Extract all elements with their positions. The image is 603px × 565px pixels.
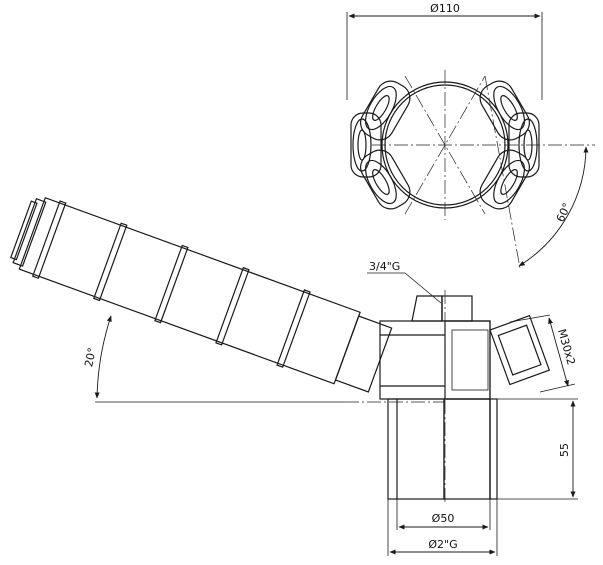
angle-20-label: 20° [82,346,99,368]
top-nipple [411,295,473,322]
top-thread-callout: 3/4"G [367,260,442,304]
bottom-diameter-dimension: Ø50 [396,499,491,530]
filter-tube [10,196,393,393]
hub-centerlines [372,70,595,269]
height-dimension: 55 [497,398,578,500]
bottom-diameter-label: Ø50 [432,512,455,525]
side-port [489,314,551,386]
top-view: Ø110 [346,2,595,269]
pipe-thread-label: Ø2"G [428,538,457,551]
main-body [379,320,491,400]
bottom-pipe [387,398,498,500]
top-thread-label: 3/4"G [369,260,400,273]
angle-20-dimension: 20° [82,315,445,403]
height-label: 55 [558,443,571,457]
side-thread-label: M30x2 [555,327,578,366]
top-diameter-label: Ø110 [430,2,460,15]
pipe-thread-dimension: Ø2"G [387,499,498,556]
side-view: 3/4"G M30x2 [10,196,578,556]
port-bottom-left [360,149,411,210]
angle-60-label: 60° [554,201,574,224]
top-diameter-dimension: Ø110 [346,2,543,100]
